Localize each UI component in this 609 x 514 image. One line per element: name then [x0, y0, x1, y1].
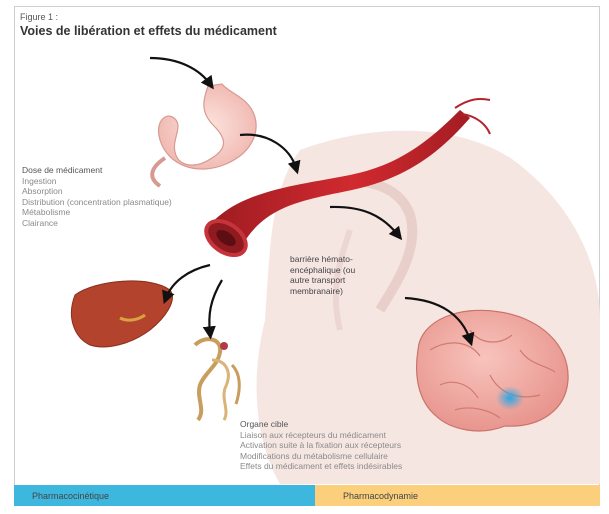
figure-label: Figure 1 : [20, 12, 58, 22]
target-item: Liaison aux récepteurs du médicament [240, 430, 470, 441]
dose-item: Absorption [22, 186, 252, 197]
barrier-line: barrière hémato- [290, 254, 400, 265]
figure-title: Voies de libération et effets du médicam… [20, 24, 277, 38]
pharmacodynamics-bar: Pharmacodynamie [315, 485, 600, 506]
target-item: Modifications du métabolisme cellulaire [240, 451, 470, 462]
pharmacodynamics-label: Pharmacodynamie [343, 491, 418, 501]
kidney-icon [195, 339, 239, 420]
pharmacokinetics-bar: Pharmacocinétique [14, 485, 315, 506]
dose-item: Ingestion [22, 176, 252, 187]
target-organ-block: Organe cible Liaison aux récepteurs du m… [240, 419, 470, 472]
dose-item: Métabolisme [22, 207, 252, 218]
liver-icon [71, 281, 172, 347]
target-heading: Organe cible [240, 419, 470, 430]
dose-item: Distribution (concentration plasmatique) [22, 197, 252, 208]
barrier-line: membranaire) [290, 286, 400, 297]
dose-heading: Dose de médicament [22, 165, 252, 176]
target-item: Effets du médicament et effets indésirab… [240, 461, 470, 472]
barrier-line: autre transport [290, 275, 400, 286]
pharmacokinetics-label: Pharmacocinétique [32, 491, 109, 501]
target-item: Activation suite à la fixation aux récep… [240, 440, 470, 451]
barrier-line: encéphalique (ou [290, 265, 400, 276]
dose-item: Clairance [22, 218, 252, 229]
dose-block: Dose de médicament Ingestion Absorption … [22, 165, 252, 228]
barrier-label: barrière hémato- encéphalique (ou autre … [290, 254, 400, 296]
